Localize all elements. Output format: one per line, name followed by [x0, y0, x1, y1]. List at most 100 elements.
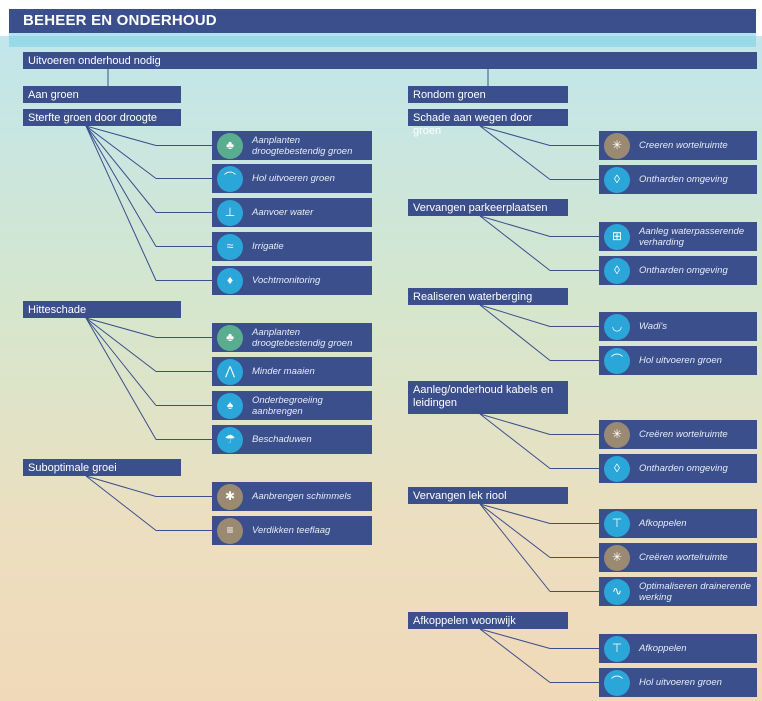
unpave-icon: ◊: [604, 257, 630, 284]
right-group-label: Vervangen lek riool: [413, 490, 507, 502]
right-group-4: Aanleg/onderhoud kabels en leidingen: [408, 381, 568, 414]
connector-left-1-3: [85, 125, 157, 213]
right-group-label: Vervangen parkeerplaatsen: [413, 202, 548, 214]
left-group-label: Hitteschade: [28, 304, 87, 316]
disconnect-icon: ⊤: [604, 510, 630, 537]
root-node: Uitvoeren onderhoud nodig: [23, 52, 757, 69]
action-label: Hol uitvoeren groen: [639, 677, 722, 688]
connector-right-5-1: [479, 503, 551, 524]
right-group-6: Afkoppelen woonwijk: [408, 612, 568, 629]
action-label: Optimaliseren drainerende werking: [639, 580, 751, 603]
right-action-3-2: ⌒Hol uitvoeren groen: [599, 346, 757, 375]
shade-icon: ☂: [217, 426, 243, 453]
right-group-label: Afkoppelen woonwijk: [413, 615, 516, 627]
left-action-3-1: ✱ Aanbrengen schimmels: [212, 482, 372, 511]
right-action-5-1: ⊤ Afkoppelen: [599, 509, 757, 538]
left-group-label: Sterfte groen door droogte: [28, 112, 158, 124]
wadi-icon: ◡: [604, 313, 630, 340]
root-space-icon: ✳: [604, 421, 630, 448]
connector-right-5-2: [479, 503, 551, 558]
left-action-1-5: ♦ Vochtmonitoring: [212, 266, 372, 295]
connector-right-5-3: [479, 503, 551, 592]
action-label: Creeren wortelruimte: [639, 140, 728, 151]
action-label: Hol uitvoeren groen: [639, 355, 722, 366]
action-label: Vochtmonitoring: [252, 275, 321, 286]
right-group-5: Vervangen lek riool: [408, 487, 568, 504]
action-label: Beschaduwen: [252, 434, 312, 445]
right-action-6-2: ⌒ Hol uitvoeren groen: [599, 668, 757, 697]
left-group-label: Suboptimale groei: [28, 462, 117, 474]
connector-right-4-1: [479, 413, 551, 435]
irrigation-icon: ≈: [217, 233, 243, 260]
moisture-icon: ♦: [217, 267, 243, 294]
unpave-icon: ◊: [604, 166, 630, 193]
left-action-1-1: ♣Aanplanten droogtebestendig groen: [212, 131, 372, 160]
left-group-1: Sterfte groen door droogte: [23, 109, 181, 126]
root-space-icon: ✳: [604, 132, 630, 159]
connector-right-1-2: [479, 125, 551, 180]
right-group-label: Aanleg/onderhoud kabels en leidingen: [413, 384, 554, 409]
action-label: Aanleg waterpasserende verharding: [639, 225, 745, 248]
right-action-4-1: ✳ Creëren wortelruimte: [599, 420, 757, 449]
right-group-label: Realiseren waterberging: [413, 291, 533, 303]
connector-left-1-5: [85, 125, 157, 281]
action-label: Creëren wortelruimte: [639, 552, 728, 563]
hollow-green-icon: ⌒: [217, 165, 243, 192]
action-label: Aanplanten droogtebestendig groen: [252, 134, 353, 157]
left-action-2-2: ⋀ Minder maaien: [212, 357, 372, 386]
action-label: Aanplanten droogtebestendig groen: [252, 326, 353, 349]
permeable-paving-icon: ⊞: [604, 223, 630, 250]
action-label: Onderbegroeiing aanbrengen: [252, 394, 323, 417]
water-supply-icon: ⊥: [217, 199, 243, 226]
grass-icon: ⋀: [217, 358, 243, 385]
right-group-label: Schade aan wegen door groen: [413, 112, 533, 137]
connector-left-2-2: [85, 317, 157, 372]
left-action-2-4: ☂ Beschaduwen: [212, 425, 372, 454]
right-group-2: Vervangen parkeerplaatsen: [408, 199, 568, 216]
action-label: Verdikken teeflaag: [252, 525, 331, 536]
header-bar: BEHEER EN ONDERHOUD: [9, 9, 756, 33]
action-label: Creëren wortelruimte: [639, 429, 728, 440]
unpave-icon: ◊: [604, 455, 630, 482]
right-action-5-3: ∿ Optimaliseren drainerende werking: [599, 577, 757, 606]
drainage-icon: ∿: [604, 578, 630, 605]
left-group-2: Hitteschade: [23, 301, 181, 318]
connector-right-2-2: [479, 215, 551, 271]
action-label: Aanvoer water: [252, 207, 314, 218]
root-label: Uitvoeren onderhoud nodig: [28, 55, 161, 67]
action-label: Hol uitvoeren groen: [252, 173, 335, 184]
right-action-4-2: ◊ Ontharden omgeving: [599, 454, 757, 483]
connector-left-2-3: [85, 317, 157, 406]
left-action-2-3: ♠ Onderbegroeiing aanbrengen: [212, 391, 372, 420]
fungi-icon: ✱: [217, 483, 243, 510]
right-group-3: Realiseren waterberging: [408, 288, 568, 305]
action-label: Wadi's: [639, 321, 668, 332]
connector-left-1-2: [85, 125, 157, 179]
page-title: BEHEER EN ONDERHOUD: [23, 12, 217, 29]
left-action-1-4: ≈Irrigatie: [212, 232, 372, 261]
hollow-green-icon: ⌒: [604, 669, 630, 696]
action-label: Minder maaien: [252, 366, 315, 377]
left-heading: Aan groen: [23, 86, 181, 103]
right-heading: Rondom groen: [408, 86, 568, 103]
action-label: Ontharden omgeving: [639, 265, 728, 276]
connector-left-2-4: [85, 317, 157, 440]
action-label: Afkoppelen: [639, 518, 687, 529]
left-action-1-3: ⊥ Aanvoer water: [212, 198, 372, 227]
right-action-3-1: ◡ Wadi's: [599, 312, 757, 341]
right-action-2-2: ◊ Ontharden omgeving: [599, 256, 757, 285]
disconnect-icon: ⊤: [604, 635, 630, 662]
right-action-1-1: ✳ Creeren wortelruimte: [599, 131, 757, 160]
connector-left-3-2: [85, 475, 157, 531]
right-heading-label: Rondom groen: [413, 89, 486, 101]
right-action-1-2: ◊Ontharden omgeving: [599, 165, 757, 194]
action-label: Ontharden omgeving: [639, 463, 728, 474]
left-action-1-2: ⌒ Hol uitvoeren groen: [212, 164, 372, 193]
connector-left-3-1: [85, 475, 157, 497]
root-space-icon: ✳: [604, 544, 630, 571]
connector-left-2-1: [85, 317, 157, 338]
undergrowth-icon: ♠: [217, 392, 243, 419]
soil-layer-icon: ≡: [217, 517, 243, 544]
action-label: Aanbrengen schimmels: [252, 491, 352, 502]
